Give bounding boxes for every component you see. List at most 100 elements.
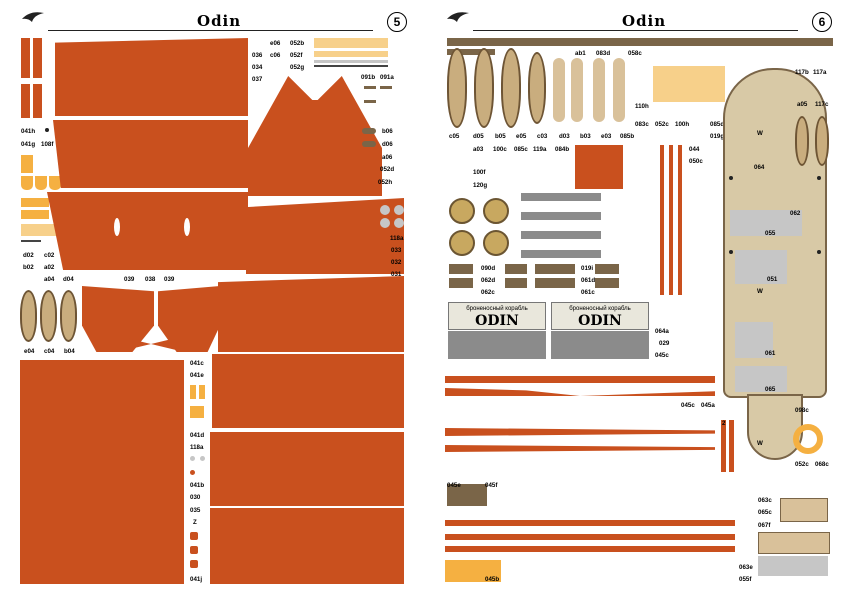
part-label: 064a	[655, 328, 669, 335]
left-page: Odin 5 041h 041g 108f d02 c02 b02 a02 a0…	[20, 12, 407, 584]
part-label: 083c	[635, 121, 649, 128]
deck-hatch	[735, 366, 787, 392]
part-davit	[364, 86, 376, 89]
deck-strip	[447, 38, 833, 46]
part-block	[595, 278, 619, 288]
part-dot	[45, 128, 49, 132]
part-label: ab1	[575, 50, 586, 57]
part-boat-bottom	[60, 290, 77, 342]
part-label: 061d	[581, 277, 596, 284]
part-boat	[447, 48, 467, 128]
part-label: b02	[23, 264, 34, 271]
part-square	[190, 560, 198, 568]
part-yellow	[314, 51, 388, 57]
part-davit	[380, 86, 392, 89]
part-label: 058c	[628, 50, 642, 57]
deck-label: 051	[767, 276, 778, 283]
part-rod	[21, 240, 41, 242]
part-label: 045b	[485, 576, 500, 583]
part-block	[535, 264, 575, 274]
part-label: 083d	[596, 50, 611, 57]
page-title: Odin	[622, 12, 667, 30]
deck-label: 055	[765, 230, 776, 237]
hull-panel	[47, 192, 248, 270]
part-label: 100h	[675, 121, 690, 128]
hull-panel-bow	[82, 286, 154, 352]
part-label: 117a	[813, 69, 827, 76]
side-strip	[729, 420, 734, 472]
hull-panel	[212, 354, 404, 428]
deck-hatch	[735, 322, 773, 358]
part-block	[535, 278, 575, 288]
long-strip	[445, 388, 715, 396]
part-label: c03	[537, 133, 548, 140]
part-boat-bottom	[20, 290, 37, 342]
part-label: 063e	[739, 564, 753, 571]
part-brown	[362, 128, 376, 134]
part-boat-bottom	[40, 290, 57, 342]
part-label: 041h	[21, 128, 36, 135]
part-label: 100c	[493, 146, 507, 153]
part-label: 032	[391, 259, 402, 266]
part-label: 019i	[581, 265, 594, 272]
deck-bollard	[817, 176, 821, 180]
part-square	[190, 532, 198, 540]
part-gun	[521, 193, 601, 201]
part-label: 041b	[190, 482, 205, 489]
part-label: 038	[145, 276, 156, 283]
part-strip	[660, 145, 664, 295]
part-label: c05	[449, 133, 460, 140]
part-label: 041e	[190, 372, 204, 379]
part-label: 037	[252, 76, 263, 83]
part-dot-orange	[190, 470, 195, 475]
part-label: 2	[722, 420, 726, 427]
part-platform	[758, 532, 830, 554]
part-gun	[521, 250, 601, 258]
bow-piece	[126, 338, 176, 350]
nameplate-subtitle: броненосный корабль	[466, 306, 528, 312]
part-wheel	[483, 198, 509, 224]
hull-panel	[55, 38, 248, 116]
part-label: Z	[193, 519, 197, 526]
long-strip	[445, 520, 735, 526]
part-label: 052g	[290, 64, 305, 71]
deck-bollard	[729, 250, 733, 254]
part-grating	[553, 58, 565, 122]
part-disc	[190, 456, 195, 461]
part-label: 029	[659, 340, 670, 347]
part-yellow	[49, 176, 61, 190]
part-yellow	[21, 224, 61, 236]
part-grating	[571, 58, 583, 122]
part-yellow	[199, 385, 205, 399]
part-label: b06	[382, 128, 393, 135]
part-label: 036	[252, 52, 263, 59]
long-strip	[445, 428, 715, 436]
part-label: 061c	[581, 289, 595, 296]
part-yellow	[35, 176, 47, 190]
part-strip	[21, 84, 30, 118]
part-yellow	[21, 210, 49, 219]
hull-panel	[210, 508, 404, 584]
part-boat	[815, 116, 829, 166]
deck-bollard	[729, 176, 733, 180]
stern-deck	[747, 394, 803, 460]
part-label: 045c	[681, 402, 695, 409]
part-gun	[521, 212, 601, 220]
part-label: e05	[516, 133, 527, 140]
part-label: b03	[580, 133, 591, 140]
part-label: 055f	[739, 576, 752, 583]
part-label: 041j	[190, 576, 203, 583]
part-label: 035	[190, 507, 201, 514]
side-strip	[721, 420, 726, 472]
part-label: 045e	[447, 482, 461, 489]
part-label: 031	[391, 271, 402, 278]
part-label: 034	[252, 64, 263, 71]
nameplate-subtitle: броненосный корабль	[569, 306, 631, 312]
part-block	[449, 278, 473, 288]
part-label: 041d	[190, 432, 205, 439]
long-strip	[445, 534, 735, 540]
page-number: 6	[812, 12, 832, 32]
part-label: 045a	[701, 402, 715, 409]
part-label: 062c	[481, 289, 495, 296]
part-deckboard	[447, 484, 487, 506]
